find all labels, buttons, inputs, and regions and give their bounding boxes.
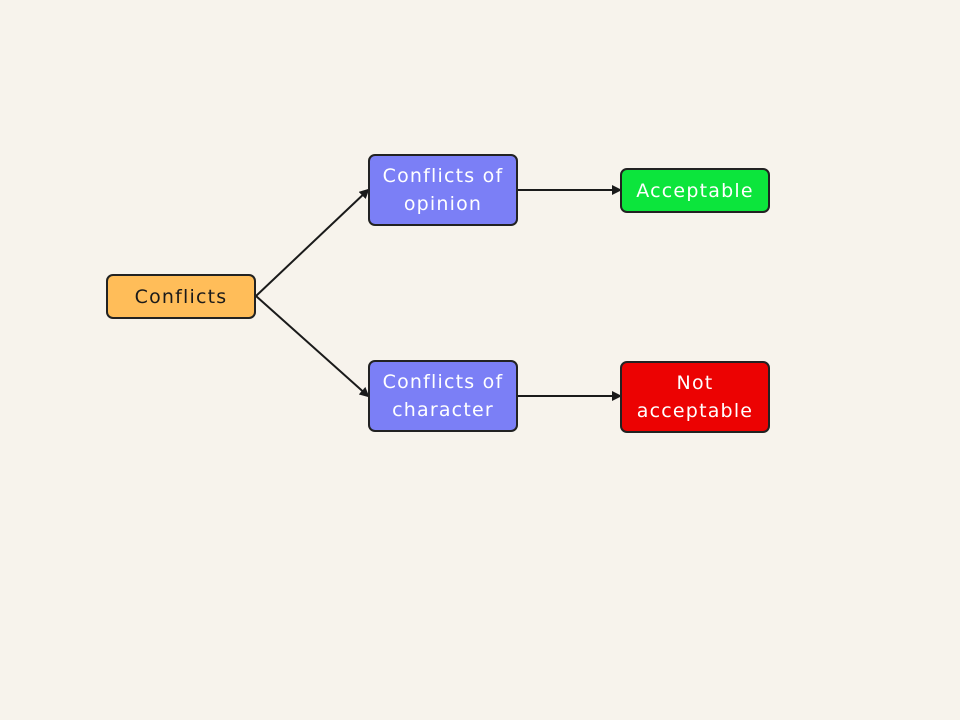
node-conflicts-of-opinion-label: Conflicts of opinion	[382, 165, 504, 215]
node-conflicts-of-character-label: Conflicts of character	[382, 371, 504, 421]
node-conflicts-of-character: Conflicts of character	[368, 360, 518, 432]
arrow-conflicts-to-character	[255, 295, 370, 398]
node-acceptable-label: Acceptable	[636, 179, 754, 202]
node-not-acceptable: Not acceptable	[620, 361, 770, 433]
node-acceptable: Acceptable	[620, 168, 770, 213]
node-not-acceptable-label: Not acceptable	[636, 372, 754, 422]
node-conflicts-of-opinion: Conflicts of opinion	[368, 154, 518, 226]
node-conflicts-label: Conflicts	[134, 285, 228, 308]
arrow-conflicts-to-opinion	[255, 188, 370, 297]
node-conflicts: Conflicts	[106, 274, 256, 319]
